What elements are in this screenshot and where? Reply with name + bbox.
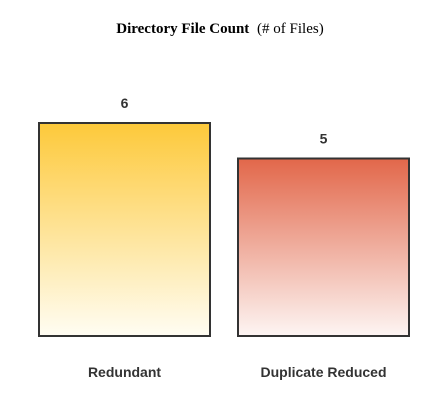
bar-redundant xyxy=(38,122,211,337)
bars-group xyxy=(38,122,410,337)
chart-title: Directory File Count (# of Files) xyxy=(116,21,323,37)
value-label-1: 5 xyxy=(320,131,328,147)
bar-duplicate-reduced xyxy=(237,157,410,337)
chart-subtitle: (# of Files) xyxy=(257,21,324,37)
chart-title-main: Directory File Count xyxy=(116,21,249,37)
value-label-0: 6 xyxy=(121,95,129,111)
category-label-1: Duplicate Reduced xyxy=(260,364,386,380)
category-label-0: Redundant xyxy=(88,364,161,380)
